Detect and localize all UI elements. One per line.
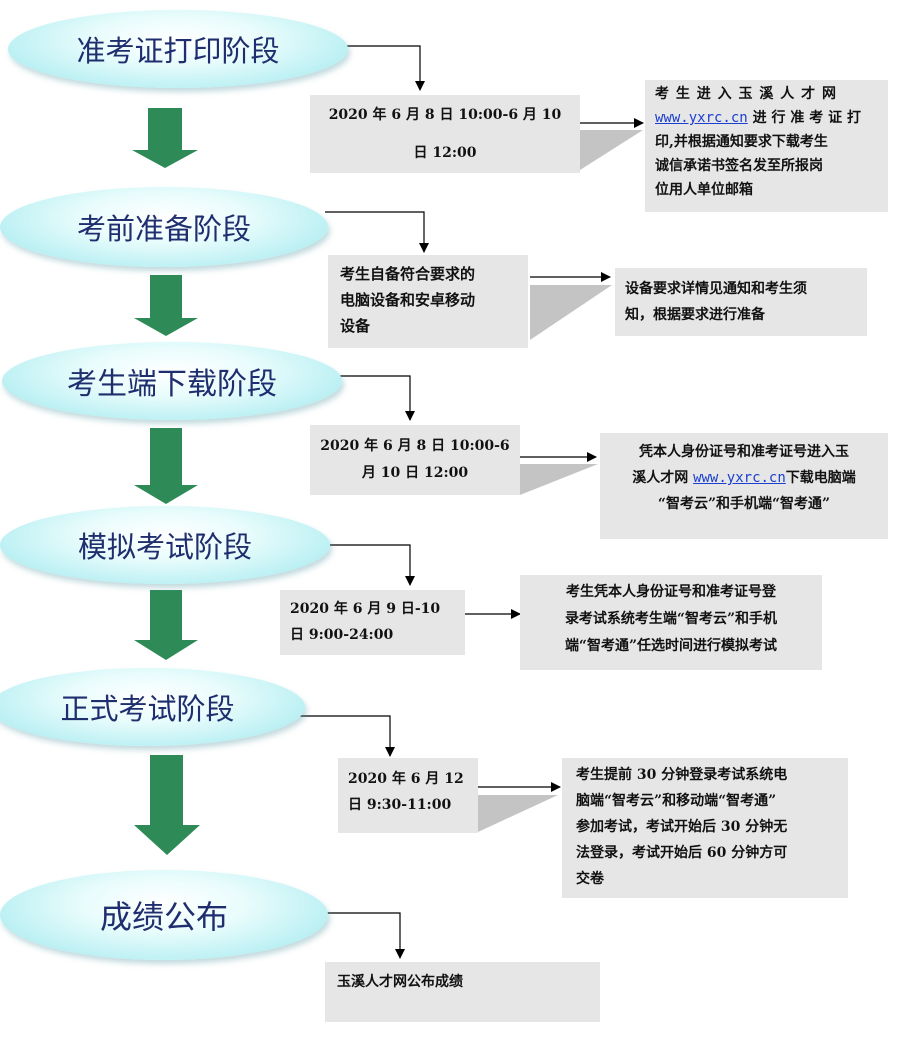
down-arrow-5: [134, 755, 200, 855]
desc-box-1-line3: 印,并根据通知要求下载考生: [655, 134, 828, 150]
stage-label-6: 成绩公布: [99, 898, 228, 936]
time-box-2-line2: 电脑设备和安卓移动: [340, 291, 476, 309]
desc-box-4: 考生凭本人身份证号和准考证号登 录考试系统考生端“智考云”和手机 端“智考通”任…: [520, 575, 822, 670]
shadow-wedge-2: [530, 285, 612, 340]
stage-ellipse-3: 考生端下载阶段: [2, 342, 342, 420]
time-box-4-line1: 2020 年 6 月 9 日-10: [290, 601, 441, 617]
connector-5: [300, 715, 395, 757]
time-box-3: 2020 年 6 月 8 日 10:00-6 月 10 日 12:00: [310, 425, 520, 495]
time-box-1: 2020 年 6 月 8 日 10:00-6 月 10 日 12:00: [310, 95, 580, 173]
stage-label-3: 考生端下载阶段: [67, 367, 277, 402]
stage-label-5: 正式考试阶段: [60, 692, 235, 726]
stage-label-1: 准考证打印阶段: [76, 34, 280, 68]
connector-2: [325, 211, 429, 253]
time-box-3-line2: 月 10 日 12:00: [361, 465, 469, 481]
desc-box-1: 考 生 进 入 玉 溪 人 才 网 www.yxrc.cn 进 行 准 考 证 …: [645, 80, 888, 212]
desc-box-3-line2: 溪人才网 www.yxrc.cn下载电脑端: [612, 465, 876, 491]
down-arrows: [132, 108, 200, 855]
stage-label-2: 考前准备阶段: [76, 212, 251, 246]
time-box-2-line3: 设备: [340, 317, 371, 335]
desc-box-4-line2: 录考试系统考生端“智考云”和手机: [564, 611, 778, 627]
desc-box-3-line3: “智考云”和手机端“智考通”: [657, 496, 831, 512]
shadow-wedge-1: [580, 130, 643, 170]
stage-ellipse-5: 正式考试阶段: [0, 668, 305, 746]
desc-box-3-line2-post: 下载电脑端: [785, 470, 856, 486]
desc-box-5-line5: 交卷: [576, 871, 604, 887]
time-box-1-line1: 2020 年 6 月 8 日 10:00-6 月 10: [328, 107, 562, 123]
shadow-wedge-3: [520, 464, 598, 495]
connector-6: [325, 912, 405, 959]
desc-box-4-line1: 考生凭本人身份证号和准考证号登: [566, 584, 776, 600]
time-box-5-line2: 日 9:30-11:00: [348, 797, 452, 813]
desc-box-6-line1: 玉溪人才网公布成绩: [337, 974, 463, 990]
time-box-4: 2020 年 6 月 9 日-10 日 9:00-24:00: [280, 590, 465, 655]
stage-ellipse-4: 模拟考试阶段: [0, 506, 330, 584]
down-arrow-3: [134, 428, 198, 504]
desc-box-3-line2-pre: 溪人才网: [632, 470, 694, 486]
time-box-4-line2: 日 9:00-24:00: [290, 627, 394, 643]
desc-box-5-line1: 考生提前 30 分钟登录考试系统电: [576, 767, 788, 783]
desc-box-1-line2: www.yxrc.cn 进 行 准 考 证 打: [655, 106, 878, 130]
desc-box-2-line1: 设备要求详情见通知和考生须: [625, 281, 807, 297]
desc-box-1-line2-rest: 进 行 准 考 证 打: [747, 110, 861, 126]
connector-1: [345, 45, 425, 91]
desc-box-1-line4: 诚信承诺书签名发至所报岗: [655, 158, 823, 174]
desc-box-2: 设备要求详情见通知和考生须 知，根据要求进行准备: [615, 268, 867, 336]
time-box-1-line2: 日 12:00: [413, 145, 477, 161]
desc-box-5-line2: 脑端“智考云”和移动端“智考通”: [576, 793, 777, 809]
stage-ellipse-1: 准考证打印阶段: [8, 10, 348, 88]
shadow-wedge-5: [478, 795, 558, 832]
down-arrow-4: [134, 590, 198, 660]
desc-box-5-line3: 参加考试，考试开始后 30 分钟无: [576, 819, 788, 835]
desc-box-4-line3: 端“智考通”任选时间进行模拟考试: [564, 638, 778, 654]
time-box-2: 考生自备符合要求的 电脑设备和安卓移动 设备: [328, 255, 528, 348]
down-arrow-2: [134, 275, 198, 336]
desc-box-6: 玉溪人才网公布成绩: [325, 962, 600, 1022]
connector-3: [340, 375, 415, 421]
time-box-2-line1: 考生自备符合要求的: [340, 265, 476, 283]
desc-box-3: 凭本人身份证号和准考证号进入玉 溪人才网 www.yxrc.cn下载电脑端 “智…: [600, 433, 888, 539]
stage-label-4: 模拟考试阶段: [77, 530, 252, 564]
desc-box-5-line4: 法登录，考试开始后 60 分钟方可: [576, 845, 788, 861]
time-box-5-line1: 2020 年 6 月 12: [348, 771, 464, 787]
desc-box-1-line5: 位用人单位邮箱: [655, 182, 753, 198]
stage-ellipse-6: 成绩公布: [0, 870, 328, 960]
desc-box-5: 考生提前 30 分钟登录考试系统电 脑端“智考云”和移动端“智考通” 参加考试，…: [562, 758, 848, 898]
desc-box-3-line1: 凭本人身份证号和准考证号进入玉: [639, 444, 849, 460]
down-arrow-1: [132, 108, 198, 168]
time-box-5: 2020 年 6 月 12 日 9:30-11:00: [338, 758, 478, 833]
stage-ellipse-2: 考前准备阶段: [0, 187, 328, 267]
desc-box-1-line1: 考 生 进 入 玉 溪 人 才 网: [655, 86, 837, 102]
connector-4: [330, 544, 415, 586]
time-box-3-line1: 2020 年 6 月 8 日 10:00-6: [320, 438, 510, 454]
link-yxrc-1[interactable]: www.yxrc.cn: [655, 110, 748, 126]
link-yxrc-2[interactable]: www.yxrc.cn: [693, 470, 786, 486]
desc-box-2-line2: 知，根据要求进行准备: [625, 307, 765, 323]
